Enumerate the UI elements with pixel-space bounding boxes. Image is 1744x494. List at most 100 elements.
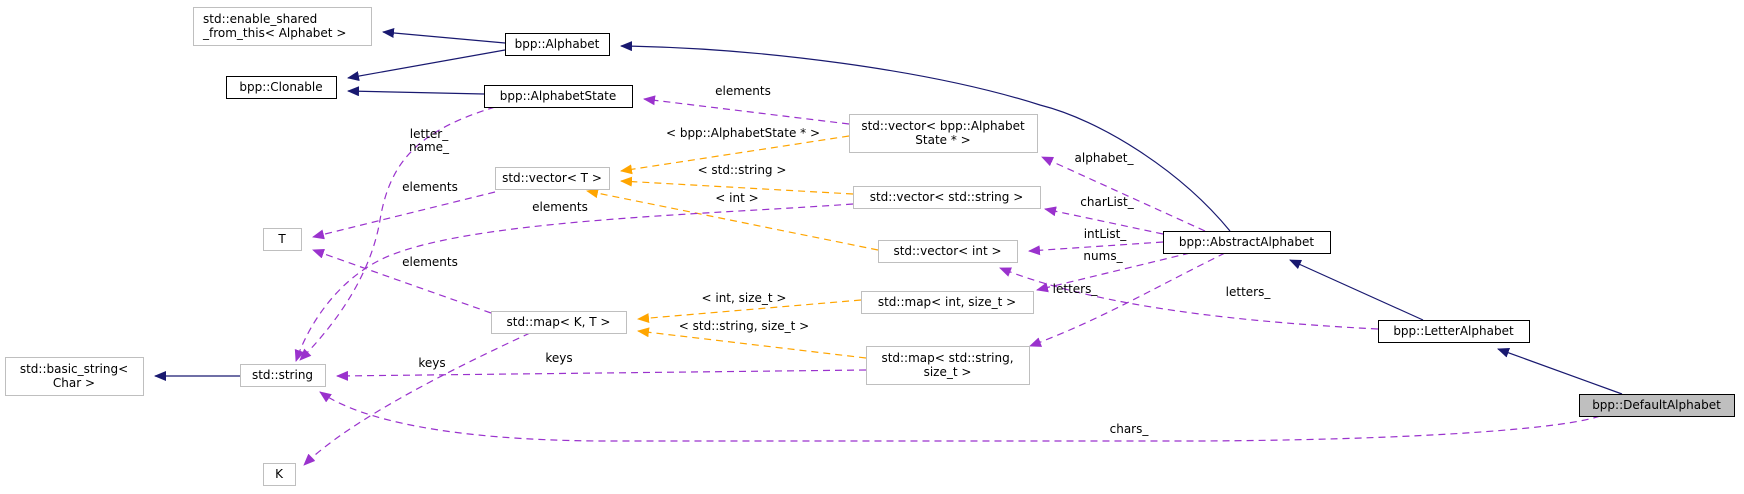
node-box (263, 228, 302, 251)
node-box (5, 357, 144, 396)
class-node-enable-shared: std::enable_shared_from_this< Alphabet > (193, 7, 372, 46)
node-label: std::basic_string< (20, 362, 128, 376)
edge-map_string-to-string (336, 369, 867, 381)
edge-label: letters_ (1226, 285, 1272, 299)
edge-map_int-to-map_KT (637, 299, 862, 324)
edge-default-to-letter (1497, 348, 1623, 395)
edge-label: alphabet_ (1075, 151, 1135, 165)
edge-label: letters_ (1053, 282, 1099, 296)
edge-map_KT-to-K (303, 332, 531, 466)
class-node-map-int: std::map< int, size_t > (861, 291, 1034, 314)
class-node-map-KT: std::map< K, T > (491, 311, 627, 334)
edge-label: < std::string > (698, 163, 787, 177)
edge-letter-to-abstract (1289, 259, 1424, 321)
node-label: std::vector< std::string > (870, 190, 1024, 204)
class-node-T: T (263, 228, 302, 251)
node-box (866, 346, 1030, 385)
class-node-alphabet[interactable]: bpp::Alphabet (505, 33, 610, 56)
edge-vec_int-to-vec_T (586, 188, 879, 251)
node-label: std::vector< bpp::Alphabet (861, 119, 1025, 133)
edge-label: elements (402, 255, 458, 269)
edge-label: intList_ (1084, 227, 1128, 241)
node-label: bpp::Alphabet (515, 37, 600, 51)
node-label: size_t > (924, 365, 972, 379)
edge-alphabetstate-to-clonable (347, 86, 485, 97)
edge-map_string-to-map_KT (637, 327, 867, 359)
node-label: _from_this< Alphabet > (202, 26, 346, 40)
edge-alphabet-to-enable_shared (382, 28, 506, 44)
class-node-default[interactable]: bpp::DefaultAlphabet (1579, 394, 1735, 417)
node-box (505, 33, 610, 56)
node-label: bpp::LetterAlphabet (1393, 324, 1514, 338)
edge-label: nums_ (1083, 249, 1123, 263)
edge-abstract-to-map_int (1036, 252, 1191, 293)
edge-alphabetstate-to-string (299, 106, 496, 361)
node-label: T (277, 232, 286, 246)
node-label: std::vector< int > (893, 244, 1001, 258)
node-label: std::enable_shared (203, 12, 317, 26)
node-box (491, 311, 627, 334)
edge-map_KT-to-T (312, 248, 492, 314)
edge-label: < std::string, size_t > (679, 319, 809, 333)
node-label: bpp::Clonable (239, 80, 322, 94)
node-box (878, 240, 1018, 263)
class-node-alphabetstate[interactable]: bpp::AlphabetState (484, 85, 633, 108)
edge-vec_string-to-vec_T (620, 176, 854, 195)
edge-abstract-to-map_string (1029, 252, 1226, 347)
class-node-vec-string: std::vector< std::string > (853, 186, 1041, 209)
edge-label: < bpp::AlphabetState * > (666, 126, 820, 140)
class-node-clonable[interactable]: bpp::Clonable (226, 76, 337, 99)
node-label: K (275, 467, 284, 481)
class-node-vec-state: std::vector< bpp::AlphabetState * > (849, 114, 1038, 153)
node-label: std::map< K, T > (507, 315, 611, 329)
class-node-vec-T: std::vector< T > (495, 167, 610, 190)
class-node-basic-string: std::basic_string<Char > (5, 357, 144, 396)
node-box (861, 291, 1034, 314)
node-label: std::string (252, 368, 313, 382)
node-label: Char > (53, 376, 95, 390)
edge-label: charList_ (1080, 195, 1134, 209)
edge-vec_state-to-vec_T (620, 135, 850, 175)
edge-default-to-string (319, 391, 1601, 442)
edge-label: elements (532, 200, 588, 214)
edge-abstract-to-vec_int (1028, 241, 1164, 256)
node-box (240, 364, 326, 387)
node-label: bpp::DefaultAlphabet (1592, 398, 1721, 412)
node-box (495, 167, 610, 190)
node-box (1579, 394, 1735, 417)
edge-label: chars_ (1110, 422, 1150, 436)
node-box (484, 85, 633, 108)
node-label: std::map< std::string, (881, 351, 1013, 365)
node-box (263, 463, 296, 486)
edge-label: letter_ (410, 127, 449, 141)
edge-label: keys (545, 351, 572, 365)
class-node-vec-int: std::vector< int > (878, 240, 1018, 263)
node-label: State * > (915, 133, 970, 147)
node-box (849, 114, 1038, 153)
edge-label: elements (715, 84, 771, 98)
node-label: std::map< int, size_t > (878, 295, 1016, 309)
edge-letter-to-vec_int (999, 267, 1379, 330)
node-box (1378, 320, 1530, 343)
edge-abstract-to-alphabet (620, 41, 1231, 232)
edge-label: < int, size_t > (702, 291, 787, 305)
node-box (1163, 231, 1331, 254)
node-label: std::vector< T > (502, 171, 602, 185)
edge-label: name_ (409, 140, 450, 154)
class-node-string: std::string (240, 364, 326, 387)
edge-alphabet-to-clonable (347, 49, 506, 81)
node-box (226, 76, 337, 99)
edge-label: keys (418, 356, 445, 370)
edge-label: < int > (715, 191, 758, 205)
class-node-letter[interactable]: bpp::LetterAlphabet (1378, 320, 1530, 343)
edge-abstract-to-vec_state (1041, 156, 1206, 232)
node-label: bpp::AlphabetState (500, 89, 617, 103)
node-label: bpp::AbstractAlphabet (1179, 235, 1314, 249)
edge-vec_string-to-string (294, 203, 854, 362)
edge-label: elements (402, 180, 458, 194)
class-node-K: K (263, 463, 296, 486)
edge-vec_state-to-alphabetstate (643, 95, 850, 125)
class-node-abstract[interactable]: bpp::AbstractAlphabet (1163, 231, 1331, 254)
node-box (193, 7, 372, 46)
